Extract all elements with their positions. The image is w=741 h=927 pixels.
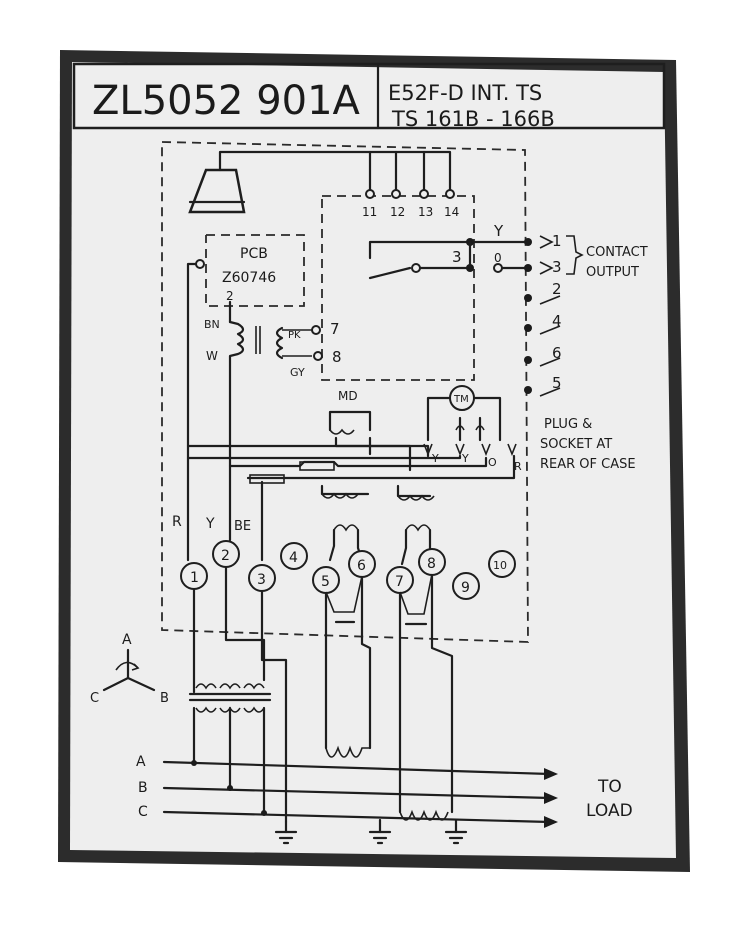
- plug-socket: [423, 443, 517, 457]
- output-terminal-4: 4: [552, 312, 562, 330]
- relay-case-outline: [161, 141, 529, 643]
- aux-14: 14: [444, 205, 459, 219]
- phase-label-c: C: [90, 691, 99, 706]
- relay-type: E52F-D INT. TS: [388, 81, 542, 105]
- case-terminal-4: 4: [280, 542, 308, 570]
- output-terminal-6: 6: [552, 344, 562, 362]
- to-load-line1: TO: [597, 777, 622, 797]
- output-terminal-1: 1: [539, 232, 562, 250]
- svg-text:10: 10: [493, 559, 507, 572]
- svg-text:7: 7: [395, 574, 404, 590]
- plug-pin-r: R: [514, 460, 522, 473]
- line-label-b: B: [138, 780, 148, 796]
- transformer-bn: BN: [204, 318, 220, 331]
- pcb-outline: [205, 234, 305, 307]
- plug-pin-o: O: [488, 456, 497, 469]
- contact-output-line2: OUTPUT: [586, 265, 639, 280]
- supply-line-c: [162, 810, 552, 824]
- switch-3: 3: [452, 248, 462, 266]
- svg-text:6: 6: [357, 558, 366, 574]
- case-terminal-3: 3: [248, 564, 276, 592]
- switch-0: 0: [494, 251, 502, 265]
- line-label-a: A: [136, 754, 146, 770]
- output-terminal-2: 2: [552, 280, 562, 298]
- aux-13: 13: [418, 205, 433, 219]
- flag-indicator: [188, 168, 246, 214]
- phase-label-a: A: [122, 632, 132, 648]
- svg-text:1: 1: [552, 232, 562, 250]
- pcb-number: Z60746: [222, 270, 276, 286]
- aux-11: 11: [362, 205, 377, 219]
- case-terminal-2: 2: [212, 540, 240, 568]
- svg-text:1: 1: [190, 570, 199, 586]
- phase-label-b: B: [160, 691, 169, 706]
- relay-range: TS 161B - 166B: [391, 107, 555, 131]
- output-terminal-5: 5: [552, 374, 562, 392]
- current-transformer-1: [325, 745, 370, 758]
- resistor-1: [299, 461, 335, 471]
- case-colour-r: R: [172, 514, 182, 530]
- to-load-line2: LOAD: [586, 801, 633, 821]
- transformer-pin7: 7: [330, 320, 340, 338]
- case-terminal-8: 8: [418, 548, 446, 576]
- svg-text:5: 5: [321, 574, 330, 590]
- case-terminal-5: 5: [312, 566, 340, 594]
- transformer-pk: PK: [288, 330, 301, 341]
- case-colour-y: Y: [205, 516, 215, 532]
- case-terminal-6: 6: [348, 550, 376, 578]
- svg-text:8: 8: [427, 556, 436, 572]
- line-label-c: C: [138, 804, 148, 820]
- arrow-c: [544, 816, 558, 828]
- earth-1: [274, 820, 298, 845]
- relay-unit-outline: [321, 195, 475, 381]
- svg-text:4: 4: [289, 550, 298, 566]
- supply-line-a: [162, 760, 552, 776]
- svg-text:2: 2: [221, 548, 230, 564]
- case-colour-be: BE: [234, 519, 251, 534]
- plug-socket-line1: PLUG &: [544, 417, 592, 432]
- case-terminal-10: 10: [488, 550, 516, 578]
- plug-pin-y2: Y: [461, 452, 469, 465]
- earth-2: [368, 818, 392, 845]
- arrow-a: [544, 768, 558, 780]
- plug-socket-line3: REAR OF CASE: [540, 457, 636, 472]
- svg-text:9: 9: [461, 580, 470, 596]
- title-block: [72, 62, 666, 130]
- md-label: MD: [338, 389, 358, 403]
- resistor-2: [249, 474, 285, 484]
- transformer-gy: GY: [290, 366, 305, 379]
- earth-3: [444, 818, 468, 845]
- svg-text:3: 3: [257, 572, 266, 588]
- transformer-w: W: [206, 349, 218, 363]
- pcb-pin: 2: [226, 289, 234, 303]
- aux-12: 12: [390, 205, 405, 219]
- tm-label: TM: [453, 394, 469, 405]
- board-face: [70, 62, 676, 858]
- transformer-pin8: 8: [332, 348, 342, 366]
- svg-text:3: 3: [552, 258, 562, 276]
- case-terminal-9: 9: [452, 572, 480, 600]
- drawing-number: ZL5052 901A: [92, 78, 361, 124]
- contact-output-line1: CONTACT: [586, 245, 648, 260]
- phase-rotation-diagram: [102, 648, 156, 692]
- case-terminal-1: 1: [180, 562, 208, 590]
- arrow-b: [544, 792, 558, 804]
- plug-socket-line2: SOCKET AT: [540, 437, 612, 452]
- pcb-label: PCB: [240, 246, 268, 262]
- contact-y: Y: [493, 222, 504, 240]
- output-terminal-3: 3: [539, 258, 562, 276]
- case-terminal-7: 7: [386, 566, 414, 594]
